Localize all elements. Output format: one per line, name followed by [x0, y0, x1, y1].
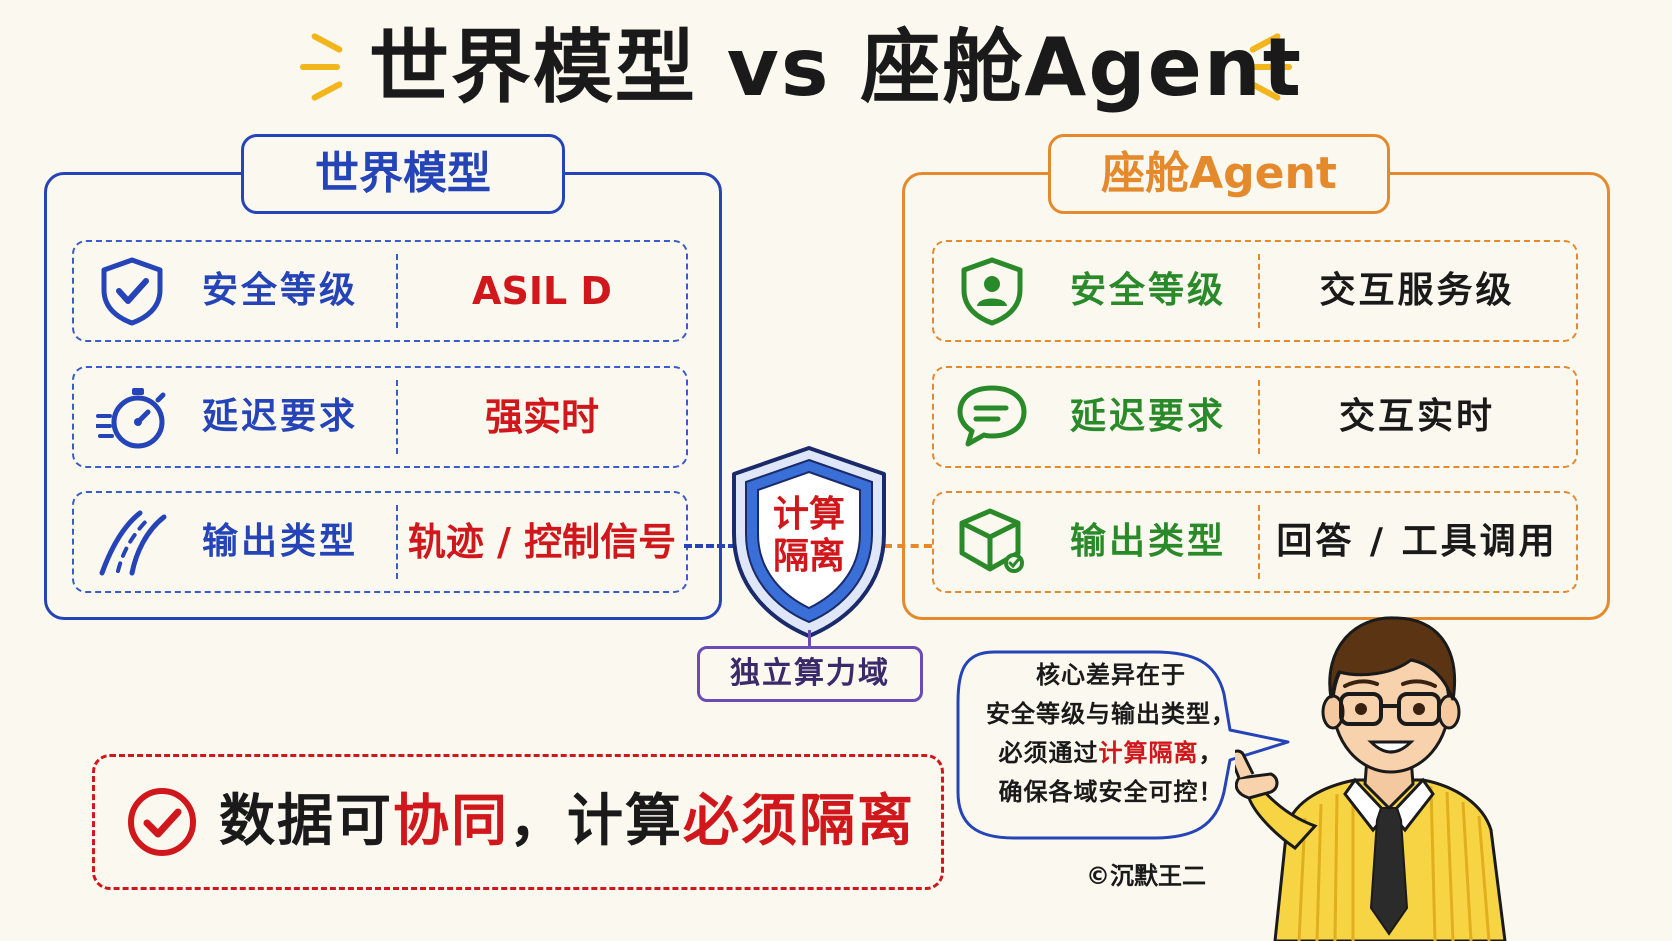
summary-box: 数据可协同，计算必须隔离 [92, 754, 944, 890]
check-circle-icon [128, 788, 196, 856]
cockpit-agent-row-output: 输出类型 回答 / 工具调用 [932, 491, 1578, 593]
speech-bubble-segment: ， [1198, 739, 1224, 767]
speech-bubble-segment: 核心差异在于 [1036, 661, 1186, 689]
row-label: 延迟要求 [1070, 396, 1227, 437]
right-sparkle-icon [1238, 30, 1298, 102]
row-label: 输出类型 [1070, 521, 1227, 562]
speech-bubble-text: 核心差异在于安全等级与输出类型， 必须通过计算隔离， 确保各域安全可控！ [975, 656, 1247, 812]
row-label: 安全等级 [202, 270, 359, 311]
row-divider [396, 380, 398, 454]
stopwatch-icon [96, 388, 166, 449]
row-value: 轨迹 / 控制信号 [407, 520, 677, 564]
domain-stem-line [808, 630, 811, 646]
cockpit-agent-heading: 座舱Agent [1048, 134, 1390, 214]
shield-text-line: 计算 [772, 494, 845, 535]
chat-bubbles-icon [957, 385, 1027, 447]
road-lanes-icon [99, 510, 167, 576]
shield-check-icon [101, 257, 163, 326]
row-value: 强实时 [484, 395, 599, 439]
row-label: 安全等级 [1070, 270, 1227, 311]
summary-text: 数据可协同，计算必须隔离 [219, 757, 915, 887]
row-value: ASIL D [472, 269, 612, 313]
page-title: 世界模型 vs 座舱Agent [368, 21, 1304, 114]
row-divider [1258, 505, 1260, 579]
summary-text-part: 数据可 [219, 789, 393, 854]
speech-bubble-shape [956, 650, 1290, 840]
shield-user-icon [961, 257, 1023, 326]
world-model-heading: 世界模型 [241, 134, 565, 214]
row-value: 交互服务级 [1319, 270, 1515, 311]
world-model-row-output: 输出类型 轨迹 / 控制信号 [72, 491, 688, 593]
row-label: 输出类型 [202, 521, 359, 562]
right-connector-line [884, 544, 932, 548]
row-value: 交互实时 [1338, 396, 1495, 437]
row-value: 回答 / 工具调用 [1276, 521, 1558, 562]
left-connector-line [684, 544, 736, 548]
isolation-shield-label: 计算 隔离 [728, 494, 890, 578]
shield-text-line: 隔离 [772, 536, 845, 577]
speech-bubble-segment: 安全等级与输出类型， [986, 700, 1236, 728]
speech-bubble-line: 确保各域安全可控！ [975, 773, 1247, 812]
presenter-character-illustration [1235, 616, 1507, 941]
summary-text-part: ，计算 [509, 789, 683, 854]
row-label: 延迟要求 [202, 396, 359, 437]
speech-bubble-line: 安全等级与输出类型， [975, 695, 1247, 734]
speech-bubble-segment: 必须通过 [998, 739, 1099, 767]
speech-bubble-segment: 确保各域安全可控！ [998, 778, 1224, 806]
cockpit-agent-row-safety: 安全等级 交互服务级 [932, 240, 1578, 342]
independent-compute-domain-label: 独立算力域 [697, 646, 923, 702]
isolation-shield-icon [732, 446, 886, 638]
cube-icon [959, 508, 1024, 573]
summary-text-part: 协同 [393, 789, 509, 854]
summary-text-part: 必须隔离 [683, 789, 915, 854]
left-sparkle-icon [300, 30, 360, 102]
speech-bubble-segment: 计算隔离 [1098, 739, 1199, 767]
row-divider [1258, 380, 1260, 454]
row-divider [396, 505, 398, 579]
world-model-row-safety: 安全等级 ASIL D [72, 240, 688, 342]
speech-bubble-line: 核心差异在于 [975, 656, 1247, 695]
world-model-row-latency: 延迟要求 强实时 [72, 366, 688, 468]
row-divider [396, 254, 398, 328]
row-divider [1258, 254, 1260, 328]
copyright-text: ©沉默王二 [1086, 862, 1206, 890]
cockpit-agent-row-latency: 延迟要求 交互实时 [932, 366, 1578, 468]
speech-bubble-line: 必须通过计算隔离， [975, 734, 1247, 773]
